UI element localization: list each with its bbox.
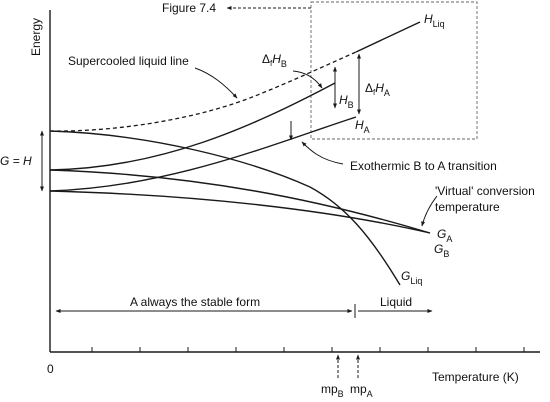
mp-b-label: mpB [321, 382, 344, 399]
h-liquid-curve [355, 21, 421, 53]
g-liq-label: GLiq [401, 269, 422, 286]
h-b-label: HB [339, 93, 354, 110]
virtual-conversion-label-line1: 'Virtual' conversion [435, 184, 535, 198]
g-liquid-curve [49, 130, 401, 286]
h-a-curve [49, 116, 357, 192]
origin-label: 0 [47, 362, 54, 376]
virtual-conversion-label-line2: temperature [435, 200, 500, 214]
x-axis-label: Temperature (K) [432, 370, 519, 384]
g-b-label: GB [434, 242, 449, 259]
dh-a-label: ΔfHA [365, 81, 390, 98]
h-liq-label: HLiq [424, 12, 445, 29]
x-axis-ticks [91, 347, 525, 352]
liquid-region-label: Liquid [380, 295, 412, 309]
h-b-curve [49, 82, 336, 171]
g-a-label: GA [437, 227, 452, 244]
figure-ref-label: Figure 7.4 [162, 1, 216, 15]
figure-7-4-inset-box [310, 1, 478, 140]
h-a-label: HA [355, 118, 370, 135]
y-axis-label: Energy [29, 18, 43, 56]
g-equals-h-label: G = H [0, 154, 32, 168]
supercooled-label: Supercooled liquid line [68, 54, 189, 68]
mp-a-label: mpA [350, 382, 373, 399]
exothermic-label: Exothermic B to A transition [350, 159, 497, 173]
g-a-curve [49, 190, 431, 234]
supercooled-liquid-line [49, 51, 357, 132]
dh-b-pointer [292, 70, 323, 89]
supercooled-pointer [194, 67, 238, 99]
exothermic-pointer [301, 141, 344, 165]
virtual-conversion-pointer [421, 195, 438, 227]
dh-b-label: ΔfHB [262, 52, 287, 69]
g-b-curve [49, 169, 431, 234]
stable-region-label: A always the stable form [130, 295, 260, 309]
